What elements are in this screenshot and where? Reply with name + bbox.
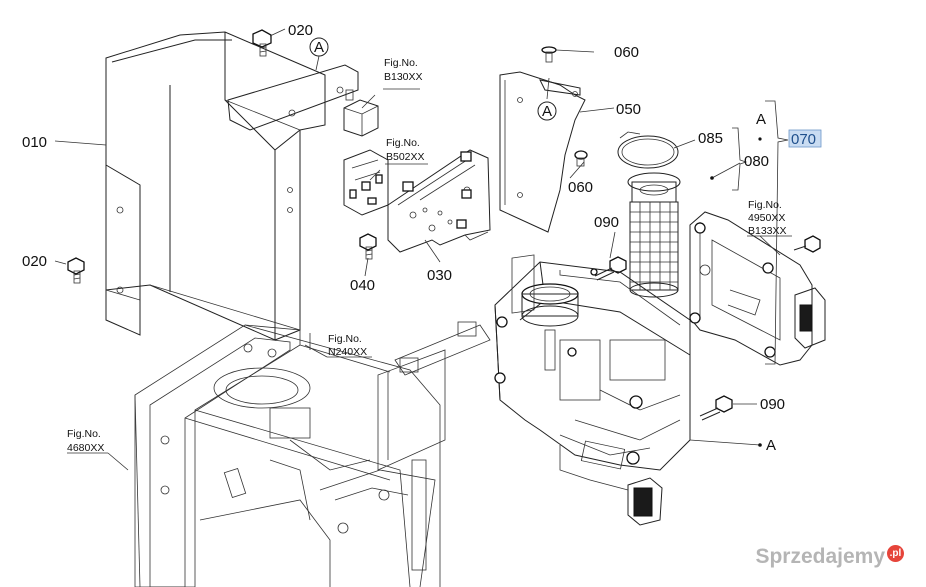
duct-cover-010 (105, 31, 359, 350)
svg-text:A: A (542, 103, 552, 120)
bolt-040 (359, 233, 377, 260)
label-060-top: 060 (614, 44, 639, 61)
svg-text:Fig.No.: Fig.No. (328, 333, 362, 345)
filter-080 (627, 172, 681, 298)
label-090-lower: 090 (760, 396, 785, 413)
control-plate-4950 (689, 211, 826, 366)
label-060-mid: 060 (568, 179, 593, 196)
screw-060-top (541, 46, 557, 63)
svg-text:B130XX: B130XX (384, 71, 423, 83)
bolt-090-upper (594, 256, 627, 281)
watermark-logo: Sprzedajemy.pl (755, 545, 904, 569)
label-040: 040 (350, 277, 375, 294)
component-b502 (343, 149, 389, 216)
plate-050 (499, 71, 586, 233)
svg-text:A: A (314, 39, 324, 56)
fig-ref-b130[interactable]: Fig.No. B130XX (384, 57, 423, 83)
label-080: 080 (744, 153, 769, 170)
group-dot (758, 137, 762, 141)
svg-text:B133XX: B133XX (748, 225, 787, 237)
svg-text:Fig.No.: Fig.No. (67, 428, 101, 440)
bolt-090-lower (699, 395, 733, 421)
bracket-030 (387, 149, 491, 253)
label-030: 030 (427, 267, 452, 284)
label-070[interactable]: 070 (791, 131, 816, 148)
housing-block (494, 254, 691, 526)
component-b130 (343, 89, 379, 137)
svg-text:Fig.No.: Fig.No. (748, 199, 782, 211)
label-020-top: 020 (288, 22, 313, 39)
label-010: 010 (22, 134, 47, 151)
label-050: 050 (616, 101, 641, 118)
svg-text:Fig.No.: Fig.No. (386, 137, 420, 149)
callout-a-group: A (756, 111, 766, 128)
screw-060-mid (574, 150, 588, 167)
svg-text:Fig.No.: Fig.No. (384, 57, 418, 69)
bolt-020-top (252, 29, 272, 57)
o-ring-085 (617, 131, 679, 169)
svg-text:B502XX: B502XX (386, 151, 425, 163)
leader-lines (54, 28, 792, 471)
label-090-upper: 090 (594, 214, 619, 231)
label-020-left: 020 (22, 253, 47, 270)
fig-ref-4680[interactable]: Fig.No. 4680XX (67, 428, 104, 454)
fig-ref-4950[interactable]: Fig.No. 4950XX B133XX (748, 199, 787, 237)
svg-text:4680XX: 4680XX (67, 442, 104, 454)
fig-ref-b502[interactable]: Fig.No. B502XX (386, 137, 425, 163)
label-085: 085 (698, 130, 723, 147)
main-frame (134, 324, 441, 587)
callout-a-plate: A (537, 101, 557, 121)
fig-ref-n240[interactable]: Fig.No. N240XX (328, 333, 367, 358)
bolt-020-left (67, 257, 85, 284)
callout-a-top-left: A (309, 37, 329, 57)
label-070-highlight (788, 129, 822, 148)
n240-bracket (377, 321, 491, 471)
svg-text:4950XX: 4950XX (748, 212, 785, 224)
callout-a-housing: A (766, 437, 776, 454)
svg-text:N240XX: N240XX (328, 346, 367, 358)
